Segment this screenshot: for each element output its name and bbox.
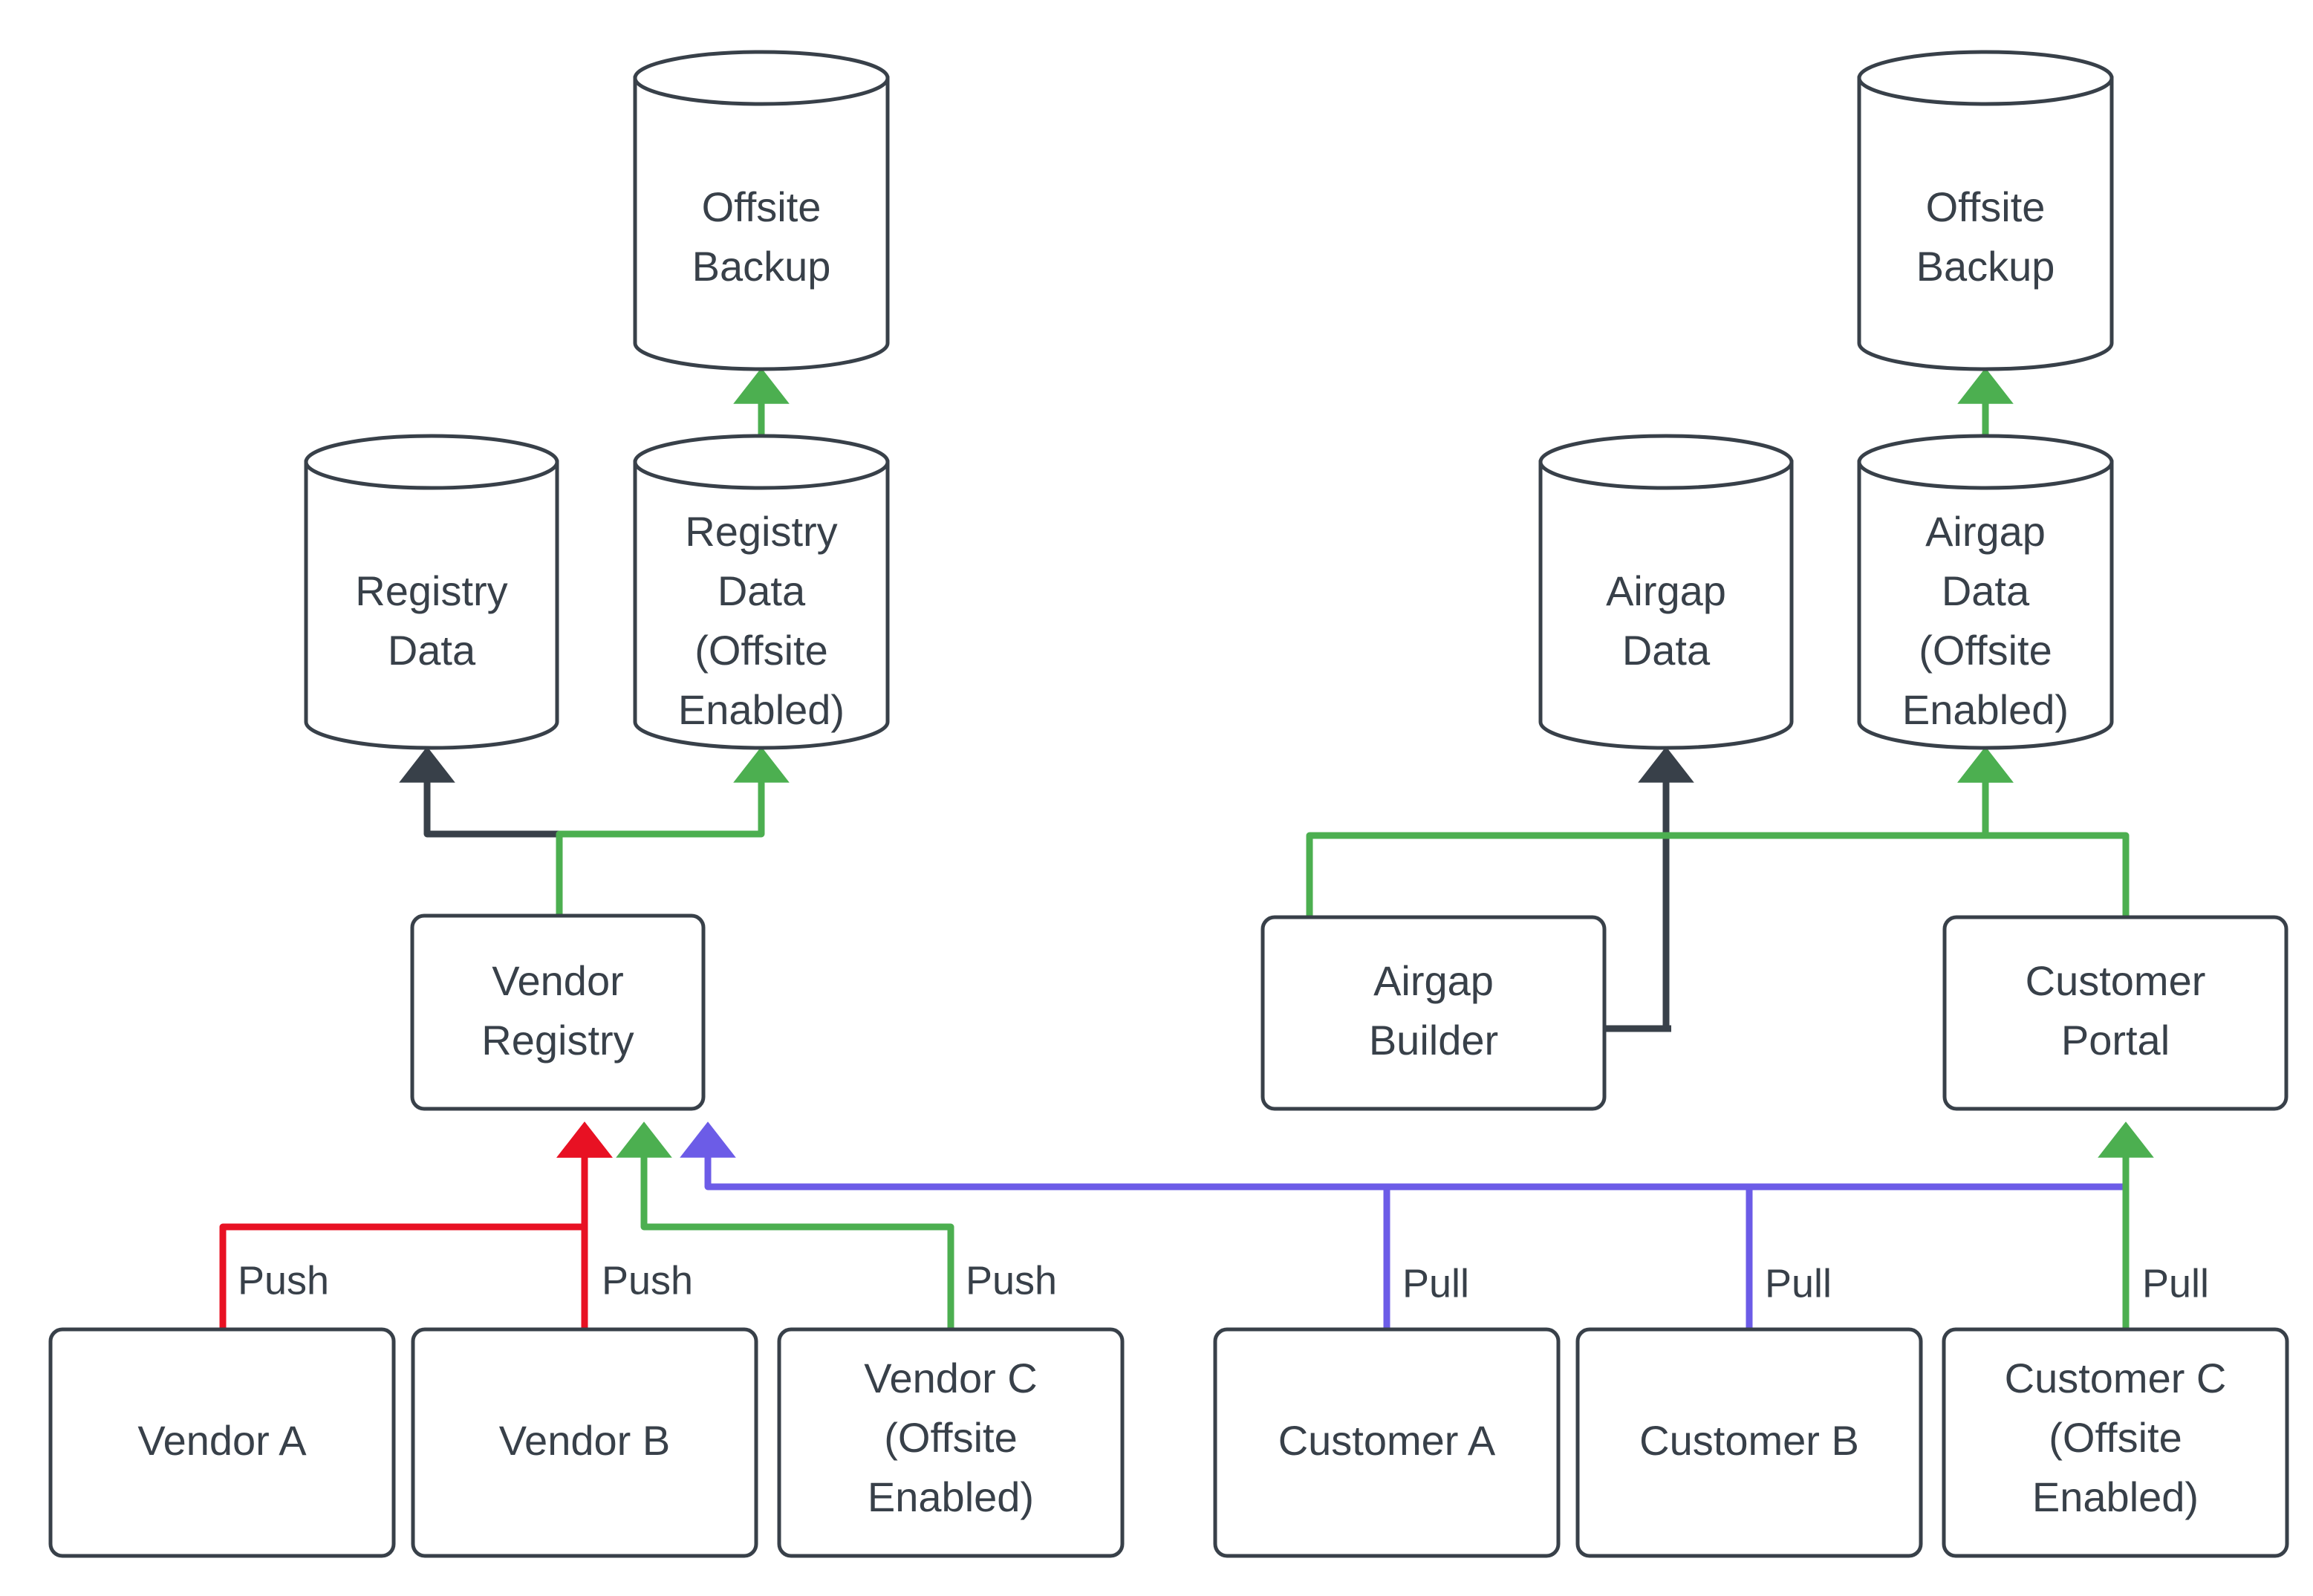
node-label-line-3: Enabled): [868, 1473, 1034, 1520]
node-label-line-1: Vendor: [492, 957, 624, 1004]
edge-label-pull-2: Pull: [1765, 1261, 1832, 1306]
node-label-line-3: Enabled): [2032, 1473, 2199, 1520]
node-label-line-1: Airgap: [1925, 508, 2046, 555]
edge-registry-data: [399, 746, 563, 916]
node-label-line-4: Enabled): [1902, 686, 2069, 733]
edge-customer-a-pull: [680, 1121, 1390, 1329]
node-airgap-data-offsite[interactable]: Airgap Data (Offsite Enabled): [1857, 434, 2114, 750]
node-label-line-1: Airgap: [1373, 957, 1494, 1004]
node-label-line-2: Backup: [1916, 243, 2055, 290]
node-label-line-2: Builder: [1369, 1017, 1498, 1064]
node-label-line-1: Offsite: [702, 183, 822, 230]
cylinder-top: [1857, 50, 2114, 106]
node-label: Customer A: [1278, 1417, 1496, 1464]
node-customer-b[interactable]: Customer B: [1575, 1327, 1923, 1558]
cylinder-body: [633, 76, 890, 371]
box-outline: [1260, 915, 1607, 1111]
node-label-line-1: Offsite: [1926, 183, 2046, 230]
node-vendor-registry[interactable]: Vendor Registry: [410, 913, 706, 1111]
node-vendor-b[interactable]: Vendor B: [411, 1327, 758, 1558]
node-label-line-1: Vendor C: [864, 1355, 1038, 1401]
box-outline: [1575, 1327, 1923, 1558]
node-offsite-backup-right[interactable]: Offsite Backup: [1857, 50, 2114, 371]
node-label-line-2: Data: [718, 567, 806, 614]
node-label-line-4: Enabled): [678, 686, 845, 733]
node-label-line-3: (Offsite: [694, 627, 827, 674]
edge-airgap-offsite-from-portal: [1957, 746, 2130, 917]
node-label-line-1: Registry: [685, 508, 837, 555]
node-registry-data-offsite[interactable]: Registry Data (Offsite Enabled): [633, 434, 890, 750]
node-customer-portal[interactable]: Customer Portal: [1942, 915, 2288, 1111]
edge-label-pull-3: Pull: [2142, 1261, 2209, 1306]
node-label-line-3: (Offsite: [1919, 627, 2052, 674]
node-label-line-2: (Offsite: [2049, 1414, 2182, 1461]
node-label-line-1: Registry: [355, 567, 507, 614]
cylinder-body: [1857, 76, 2114, 371]
node-label-line-1: Customer C: [2005, 1355, 2227, 1401]
cylinder-top: [1857, 434, 2114, 490]
node-label-line-1: Airgap: [1606, 567, 1726, 614]
edge-label-push-1: Push: [238, 1258, 329, 1303]
node-label-line-2: Data: [388, 627, 476, 674]
node-label-line-2: Registry: [481, 1017, 634, 1064]
node-label: Vendor A: [137, 1417, 307, 1464]
box-outline: [777, 1327, 1125, 1558]
node-registry-data[interactable]: Registry Data: [304, 434, 559, 750]
node-label: Vendor B: [499, 1417, 670, 1464]
box-outline: [48, 1327, 396, 1558]
edge-label-push-2: Push: [602, 1258, 693, 1303]
node-label-line-2: (Offsite: [884, 1414, 1017, 1461]
node-label-line-1: Customer: [2026, 957, 2206, 1004]
node-airgap-builder[interactable]: Airgap Builder: [1260, 915, 1607, 1111]
edge-label-layer: Push Push Push Pull Pull Pull: [238, 1258, 2209, 1306]
cylinder-body: [304, 460, 559, 750]
edge-label-pull-1: Pull: [1402, 1261, 1469, 1306]
node-airgap-data[interactable]: Airgap Data: [1538, 434, 1794, 750]
box-outline: [1942, 915, 2288, 1111]
node-label-line-2: Data: [1942, 567, 2030, 614]
node-vendor-a[interactable]: Vendor A: [48, 1327, 396, 1558]
cylinder-top: [633, 50, 890, 106]
node-label-line-2: Portal: [2061, 1017, 2170, 1064]
cylinder-body: [633, 460, 890, 750]
cylinder-body: [1857, 460, 2114, 750]
edge-airgap-offsite-from-builder: [1306, 746, 2014, 917]
node-customer-a[interactable]: Customer A: [1213, 1327, 1561, 1558]
edge-registry-data-offsite: [556, 746, 790, 916]
node-vendor-c[interactable]: Vendor C (Offsite Enabled): [777, 1327, 1125, 1558]
node-offsite-backup-left[interactable]: Offsite Backup: [633, 50, 890, 371]
node-label: Customer B: [1639, 1417, 1859, 1464]
node-customer-c[interactable]: Customer C (Offsite Enabled): [1942, 1327, 2289, 1558]
edge-vendor-c-push: [616, 1121, 954, 1329]
box-outline: [1213, 1327, 1561, 1558]
box-outline: [411, 1327, 758, 1558]
edge-customer-b-pull: [1387, 1183, 1753, 1329]
cylinder-top: [1538, 434, 1794, 490]
node-label-line-2: Data: [1622, 627, 1711, 674]
box-outline: [1942, 1327, 2289, 1558]
cylinder-top: [633, 434, 890, 490]
node-label-line-2: Backup: [692, 243, 831, 290]
edge-label-push-3: Push: [966, 1258, 1057, 1303]
box-outline: [410, 913, 706, 1111]
cylinder-top: [304, 434, 559, 490]
cylinder-body: [1538, 460, 1794, 750]
